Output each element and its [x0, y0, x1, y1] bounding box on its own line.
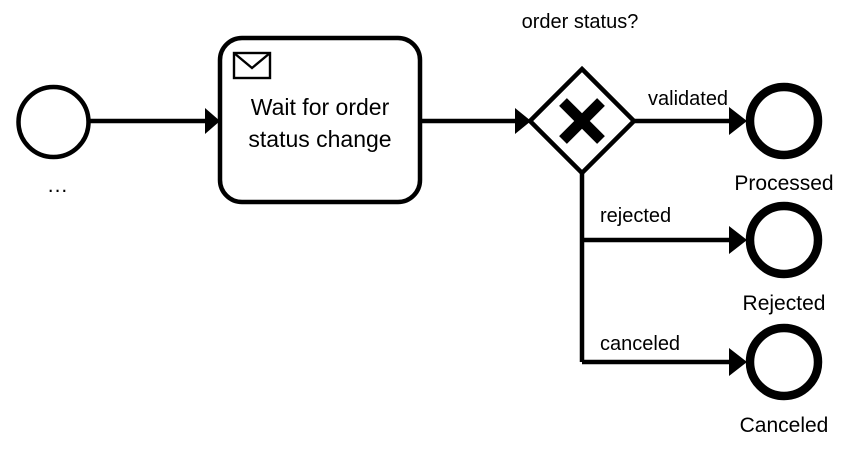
task-wait-for-order-status-change[interactable]: Wait for order status change: [217, 35, 423, 205]
arrow-head-task-to-gateway: [515, 108, 531, 134]
flow-label-canceled: canceled: [600, 333, 680, 355]
end-event-rejected[interactable]: Rejected: [743, 201, 826, 315]
end-event-circle-processed[interactable]: [745, 82, 823, 160]
exclusive-gateway[interactable]: order status?: [522, 11, 639, 177]
start-event-circle[interactable]: [16, 84, 91, 160]
arrow-head-rejected: [729, 226, 747, 254]
sequence-flow-start-to-task[interactable]: [89, 108, 220, 134]
sequence-flow-task-to-gateway[interactable]: [420, 108, 531, 134]
end-event-label-canceled: Canceled: [740, 414, 829, 437]
task-label-line2: status change: [248, 126, 391, 152]
flow-label-validated: validated: [648, 88, 728, 110]
end-event-canceled[interactable]: Canceled: [740, 323, 829, 437]
sequence-flow-validated[interactable]: validated: [634, 88, 747, 135]
end-event-label-processed: Processed: [734, 172, 833, 195]
end-event-circle-rejected[interactable]: [745, 201, 823, 279]
arrow-head-canceled: [729, 348, 747, 376]
end-event-label-rejected: Rejected: [743, 292, 826, 315]
arrow-head-start-to-task: [205, 108, 220, 134]
flow-label-rejected: rejected: [600, 205, 671, 227]
sequence-flow-rejected[interactable]: rejected: [582, 205, 747, 254]
envelope-icon: [232, 51, 272, 80]
start-event-label: ...: [48, 174, 69, 197]
envelope-icon-flap: [233, 52, 271, 70]
gateway-label: order status?: [522, 11, 639, 33]
gateway-x-marker: [559, 98, 605, 144]
end-event-circle-canceled[interactable]: [745, 323, 823, 401]
arrow-head-validated: [729, 107, 747, 135]
end-event-processed[interactable]: Processed: [734, 82, 834, 195]
task-label-line1: Wait for order: [251, 94, 390, 120]
start-event[interactable]: ...: [16, 84, 91, 197]
sequence-flow-canceled[interactable]: canceled: [582, 333, 747, 376]
